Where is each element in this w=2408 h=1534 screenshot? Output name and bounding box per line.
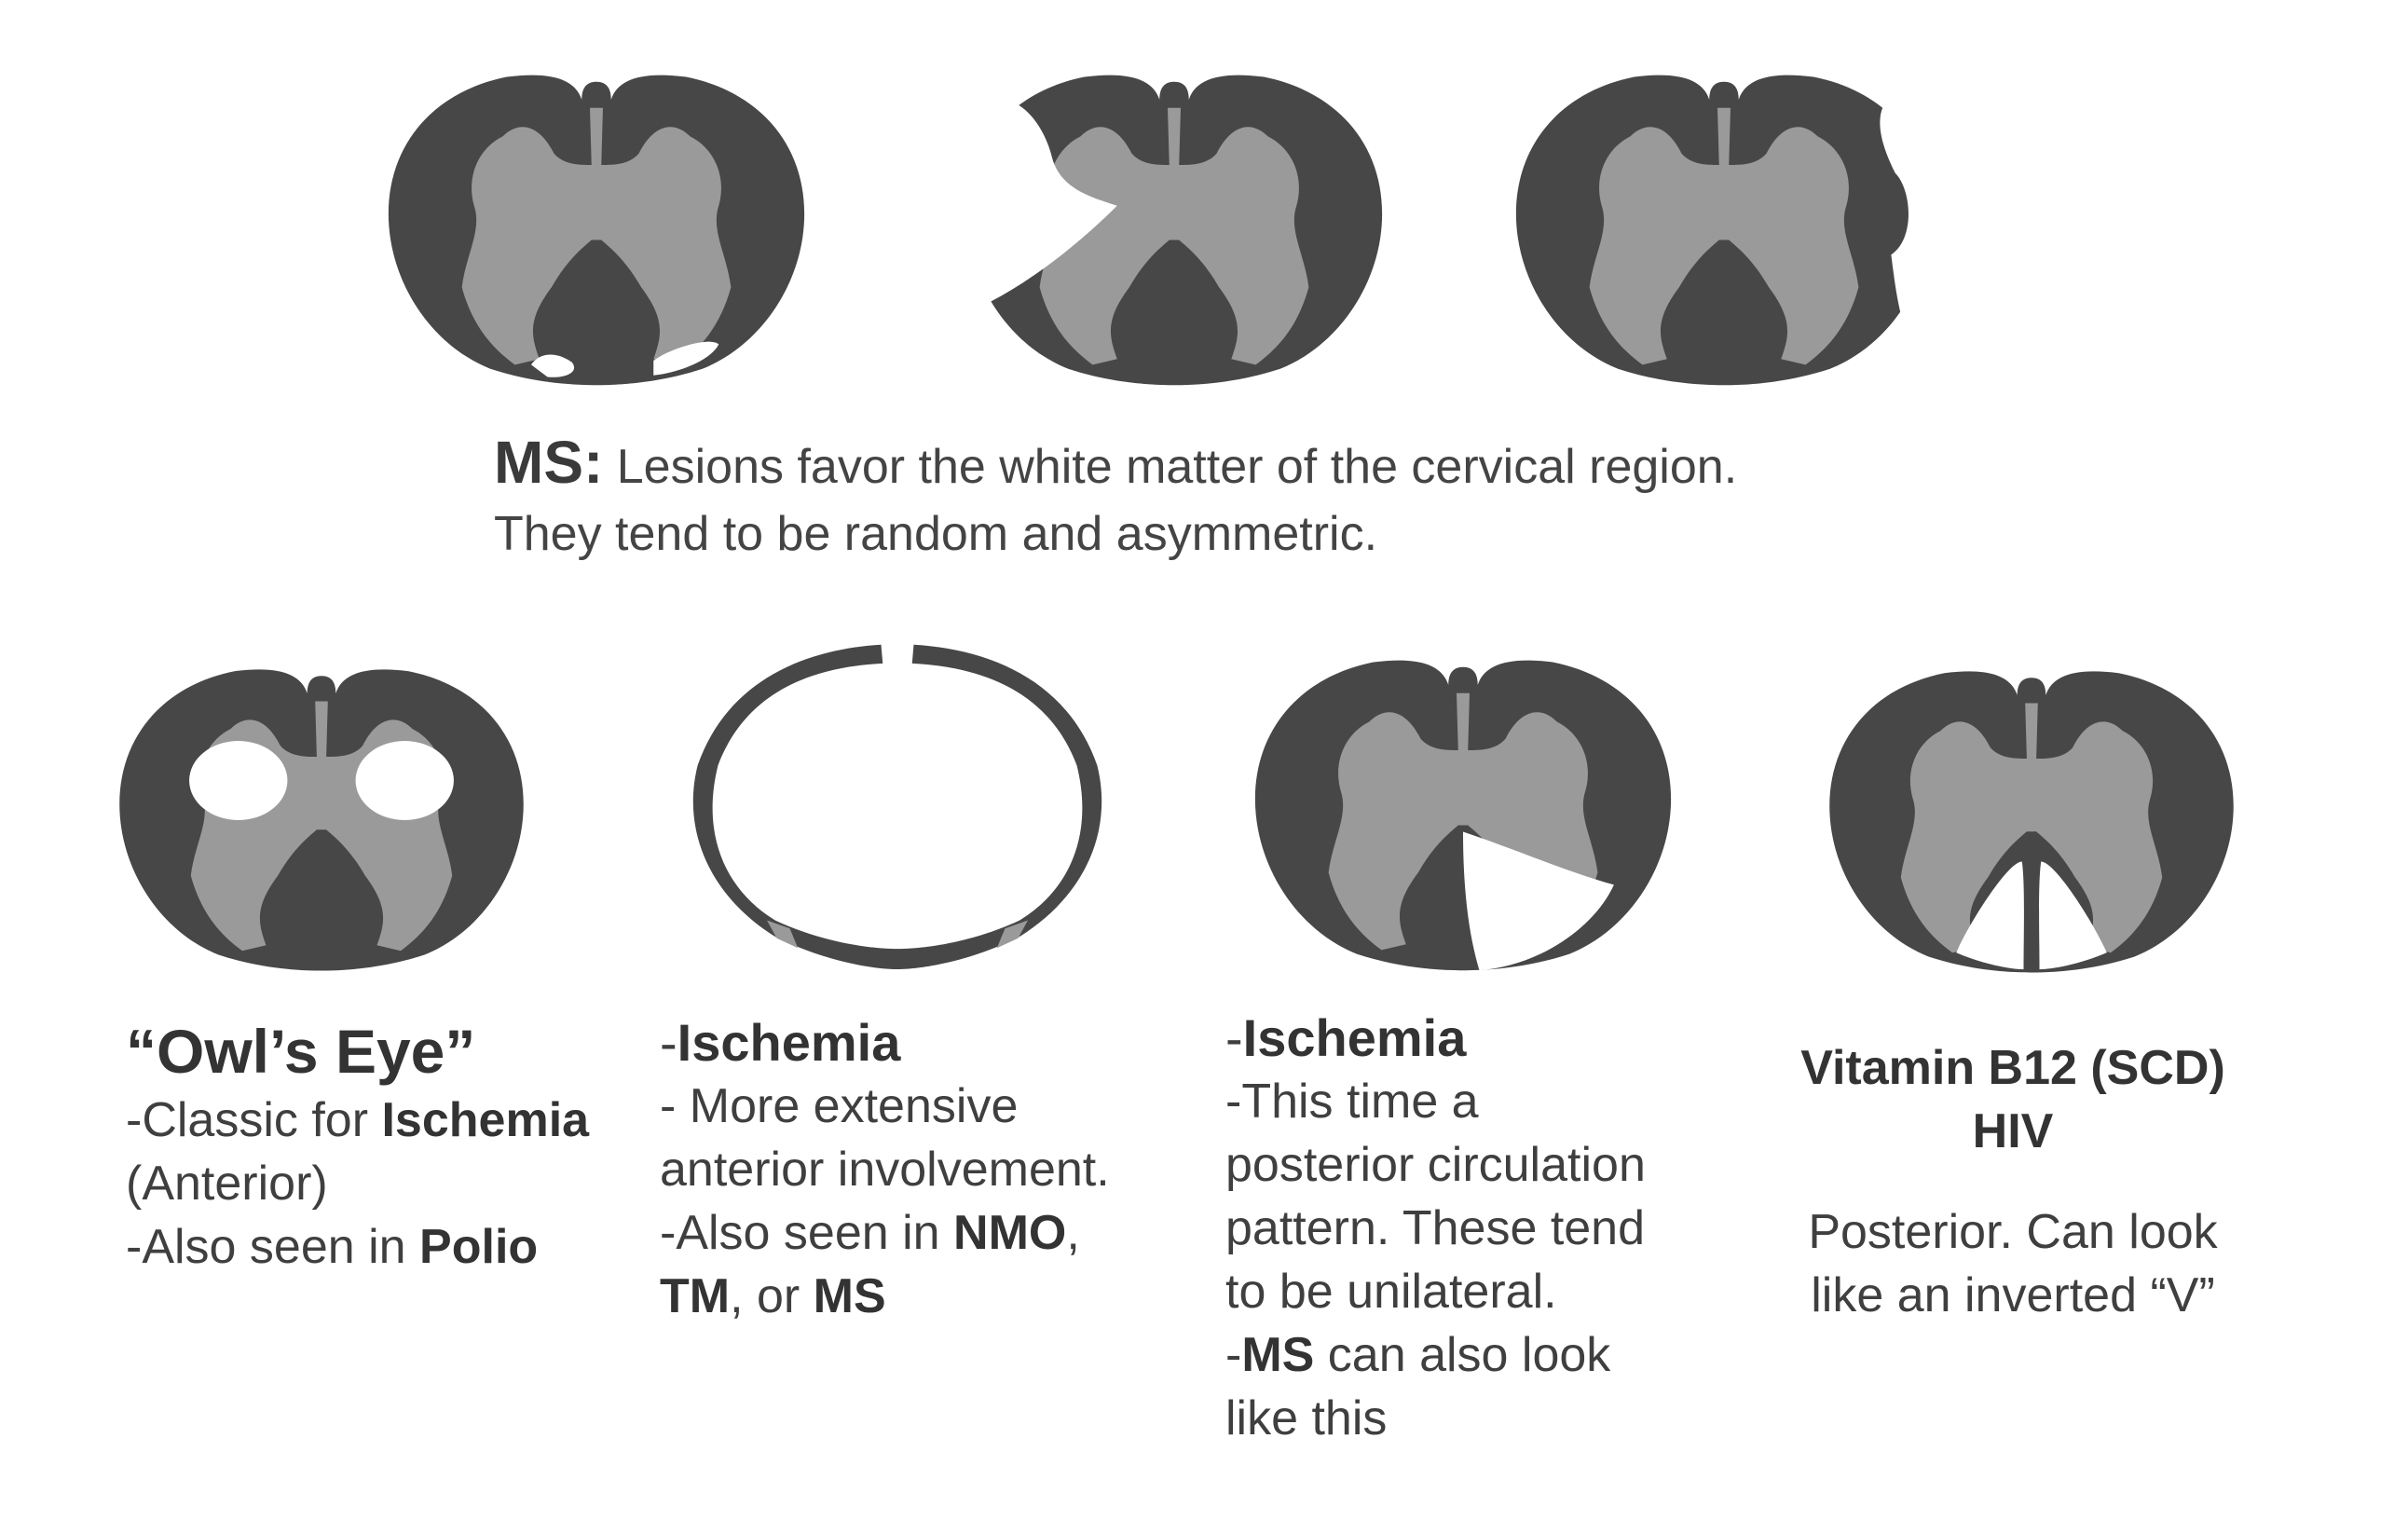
isch-ant-nmo: NMO bbox=[953, 1206, 1067, 1260]
isch-post-line4: to be unilateral. bbox=[1225, 1265, 1557, 1319]
owl-line1: -Classic for bbox=[126, 1093, 382, 1147]
caption-owls-eye: “Owl’s Eye” -Classic for Ischemia (Anter… bbox=[126, 1014, 589, 1279]
isch-ant-line2: anterior involvement. bbox=[660, 1143, 1110, 1197]
b12-line2: like an inverted “V” bbox=[1811, 1268, 2215, 1322]
isch-post-line5: can also look bbox=[1314, 1328, 1611, 1382]
b12-title1: Vitamin B12 (SCD) bbox=[1800, 1041, 2225, 1095]
cord-ms-3 bbox=[1515, 75, 1945, 386]
isch-post-line6: like this bbox=[1225, 1391, 1388, 1445]
isch-post-dash2: - bbox=[1225, 1328, 1242, 1382]
cord-ischemia-anterior bbox=[692, 644, 1102, 969]
ms-label: MS: bbox=[494, 429, 604, 496]
lesion-b12-left bbox=[1956, 861, 2024, 970]
isch-ant-dash: - bbox=[660, 1013, 677, 1072]
caption-ischemia-anterior: -Ischemia - More extensive anterior invo… bbox=[660, 1011, 1110, 1328]
rim-right bbox=[897, 644, 1102, 969]
isch-post-dash: - bbox=[1225, 1008, 1243, 1067]
isch-post-title: Ischemia bbox=[1242, 1008, 1467, 1067]
isch-ant-or: , or bbox=[730, 1269, 814, 1323]
caption-b12: Vitamin B12 (SCD) HIV Posterior. Can loo… bbox=[1752, 1036, 2274, 1327]
cord-owls-eye bbox=[119, 669, 524, 971]
lesion-ms-2 bbox=[956, 98, 1117, 304]
isch-post-line2: posterior circulation bbox=[1225, 1138, 1646, 1192]
cord-ischemia-posterior bbox=[1254, 660, 1672, 971]
isch-ant-title: Ischemia bbox=[677, 1013, 901, 1072]
owl-line3-bold: Polio bbox=[419, 1220, 539, 1274]
caption-ischemia-posterior: -Ischemia -This time a posterior circula… bbox=[1225, 1007, 1646, 1450]
lesion-ms-1 bbox=[531, 341, 719, 377]
lesion-owl-left bbox=[189, 741, 288, 820]
lesion-ms-3 bbox=[1880, 100, 1945, 345]
isch-post-line3: pattern. These tend bbox=[1225, 1201, 1646, 1255]
ms-caption: MS: Lesions favor the white matter of th… bbox=[494, 429, 1737, 568]
cord-ms-2 bbox=[956, 75, 1383, 386]
owl-line3: -Also seen in bbox=[126, 1220, 420, 1274]
rim-left bbox=[692, 644, 897, 969]
lesion-owl-right bbox=[355, 741, 454, 820]
lesion-b12-right bbox=[2039, 861, 2107, 970]
isch-ant-comma: , bbox=[1066, 1206, 1080, 1260]
owl-line2: (Anterior) bbox=[126, 1157, 328, 1211]
cord-b12 bbox=[1829, 671, 2234, 973]
lesion-posterior-unilateral bbox=[1463, 831, 1614, 971]
isch-ant-ms: MS bbox=[813, 1269, 886, 1323]
isch-post-line1: -This time a bbox=[1225, 1075, 1479, 1129]
isch-ant-tm: TM bbox=[660, 1269, 731, 1323]
cord-ms-1 bbox=[388, 75, 805, 386]
owl-title: “Owl’s Eye” bbox=[126, 1017, 476, 1086]
ms-line2: They tend to be random and asymmetric. bbox=[494, 507, 1378, 561]
owl-line1-bold: Ischemia bbox=[381, 1093, 590, 1147]
isch-post-ms: MS bbox=[1241, 1328, 1315, 1382]
isch-ant-line1: - More extensive bbox=[660, 1079, 1019, 1133]
isch-ant-line3: -Also seen in bbox=[660, 1206, 954, 1260]
b12-title2: HIV bbox=[1972, 1104, 2054, 1158]
b12-line1: Posterior. Can look bbox=[1808, 1205, 2218, 1259]
ms-line1: Lesions favor the white matter of the ce… bbox=[616, 440, 1738, 494]
